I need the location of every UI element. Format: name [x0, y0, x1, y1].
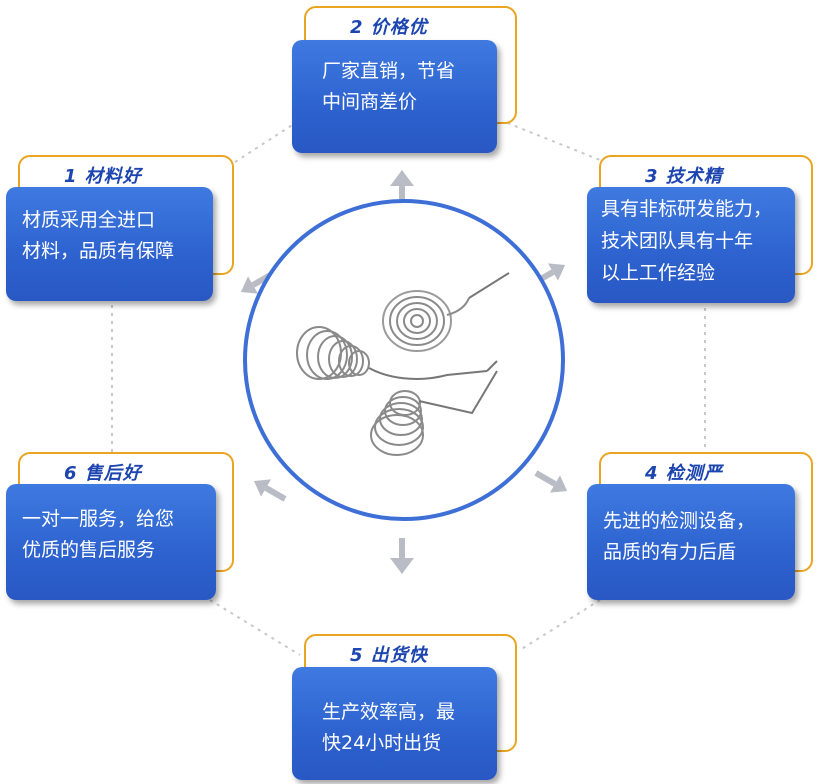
card-text-line: 快24小时出货: [322, 732, 442, 754]
card-text-line: 优质的售后服务: [22, 539, 156, 561]
card-shipping: 5 出货快 生产效率高，最 快24小时出货: [292, 634, 517, 782]
card-text-line: 先进的检测设备，: [603, 510, 756, 532]
card-text-line: 中间商差价: [322, 91, 418, 113]
card-tag: 2 价格优: [350, 17, 428, 38]
card-tag: 5 出货快: [350, 645, 428, 666]
arrow-down-left-icon: [253, 479, 287, 502]
card-text-line: 一对一服务，给您: [22, 508, 175, 530]
card-text-line: 以上工作经验: [601, 262, 716, 284]
arrow-down-icon: [390, 538, 414, 574]
card-text-line: 材料，品质有保障: [22, 240, 175, 262]
card-body: 一对一服务，给您 优质的售后服务: [6, 484, 216, 600]
arrow-down-right-icon: [534, 470, 568, 493]
card-text-line: 材质采用全进口: [22, 209, 156, 231]
card-after-sales: 6 售后好 一对一服务，给您 优质的售后服务: [6, 452, 234, 602]
card-text-line: 厂家直销，节省: [322, 60, 456, 82]
card-text-line: 生产效率高，最: [322, 701, 456, 723]
spring-bottom: [370, 370, 498, 456]
card-text-line: 技术团队具有十年: [601, 230, 754, 252]
card-technology: 3 技术精 具有非标研发能力， 技术团队具有十年 以上工作经验: [587, 155, 813, 305]
card-body: 具有非标研发能力， 技术团队具有十年 以上工作经验: [587, 187, 795, 303]
card-body: 材质采用全进口 材料，品质有保障: [6, 187, 213, 301]
spring-left: [296, 326, 498, 380]
card-tag: 1 材料好: [64, 166, 142, 187]
card-text-line: 品质的有力后盾: [603, 541, 737, 563]
connector-line: [499, 119, 601, 161]
connector-line: [209, 599, 301, 656]
card-price: 2 价格优 厂家直销，节省 中间商差价: [292, 6, 517, 154]
card-body: 厂家直销，节省 中间商差价: [292, 40, 497, 153]
card-tag: 4 检测严: [645, 463, 723, 484]
spring-top: [382, 272, 510, 352]
connector-line: [519, 599, 601, 651]
center-circle: [243, 199, 565, 521]
card-tag: 6 售后好: [64, 463, 142, 484]
card-tag: 3 技术精: [645, 166, 723, 187]
card-body: 先进的检测设备， 品质的有力后盾: [587, 484, 795, 600]
card-material: 1 材料好 材质采用全进口 材料，品质有保障: [6, 155, 234, 305]
card-text-line: 具有非标研发能力，: [601, 198, 773, 220]
spring-contacts-image: [296, 272, 510, 456]
connector-line: [234, 119, 301, 163]
arrow-up-icon: [390, 170, 414, 205]
card-body: 生产效率高，最 快24小时出货: [292, 667, 497, 780]
card-inspection: 4 检测严 先进的检测设备， 品质的有力后盾: [587, 452, 813, 602]
